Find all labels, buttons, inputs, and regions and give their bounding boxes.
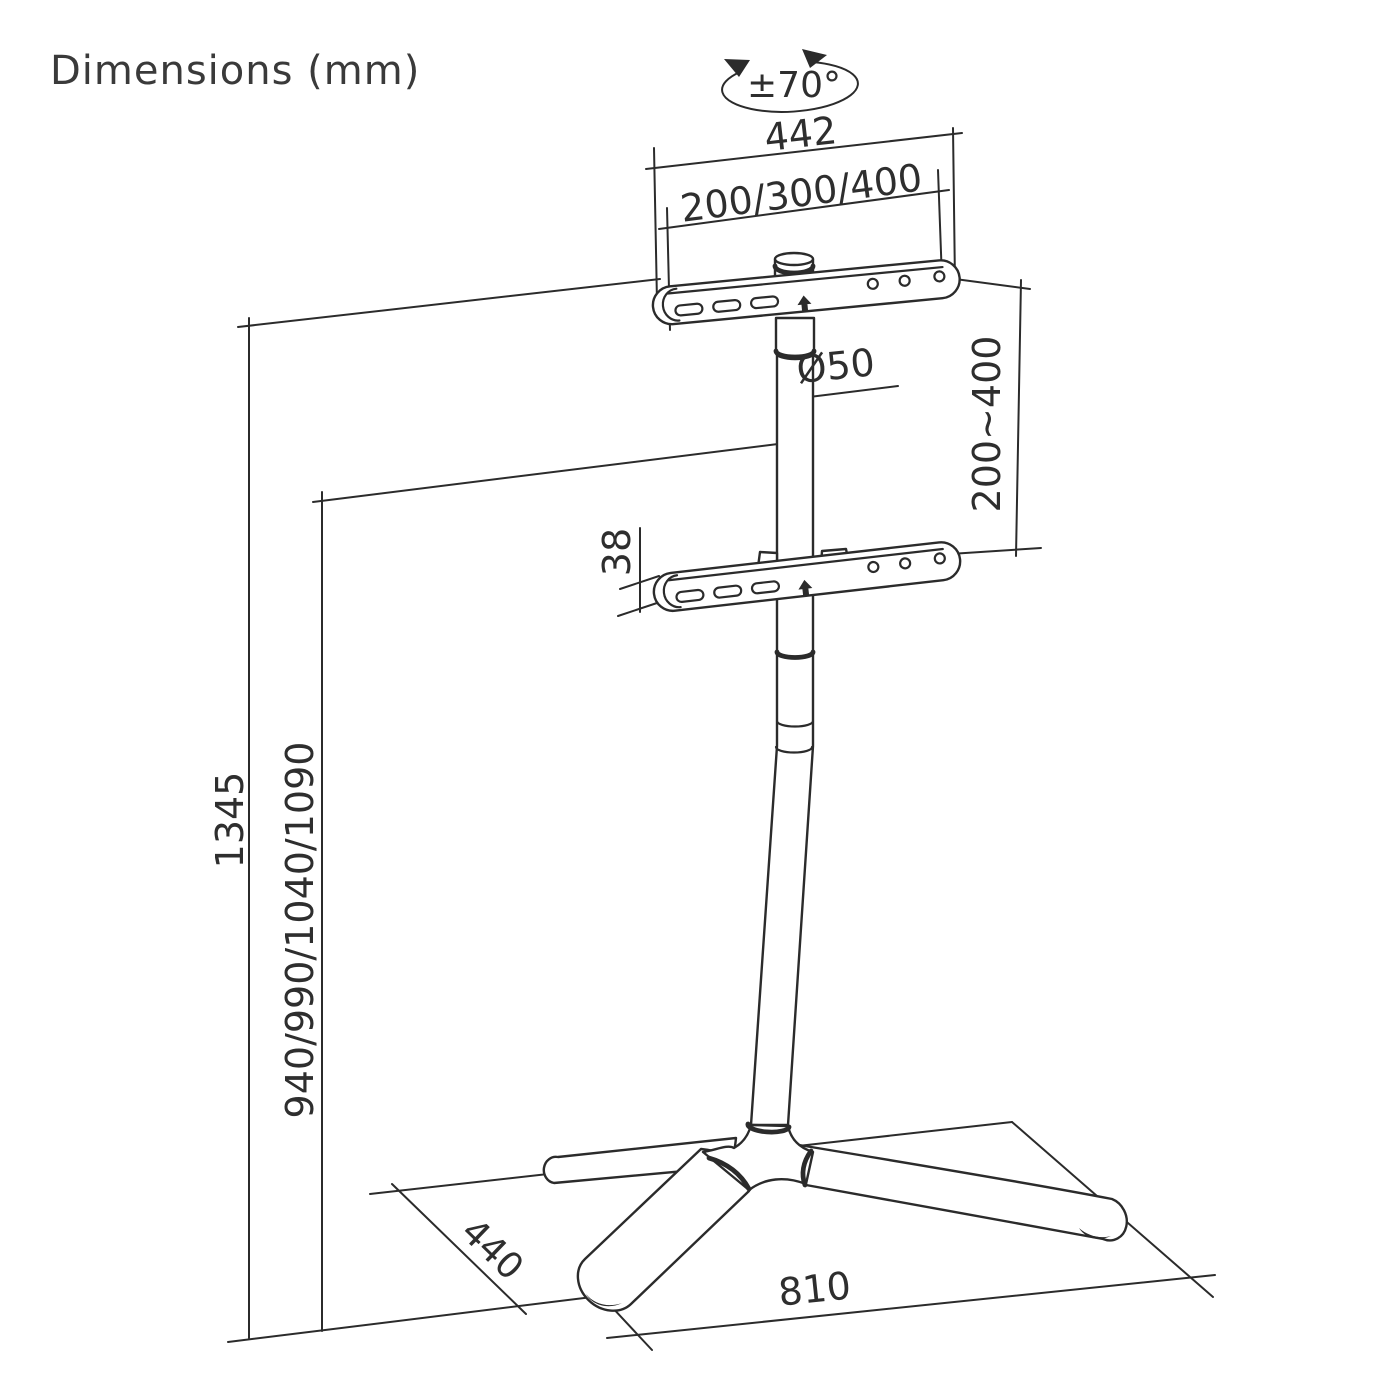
lower-bracket-hole-3 [933,552,946,565]
right-foot-shadow [1079,1228,1111,1239]
label-bracket-depth: 38 [595,528,639,576]
label-total-height: 1345 [208,772,252,869]
front-leg-collar [706,1155,752,1192]
lower-bracket-slot-1 [675,588,705,604]
swivel-arrow-left-icon [724,59,750,77]
label-pole-diameter: Ø50 [794,340,876,392]
pole-top-ring [772,263,816,276]
lower-bracket-hole-2 [899,557,912,570]
label-swivel-range: ±70° [747,65,841,106]
pole-sleeve-ring-top [775,719,815,728]
lower-bracket-group [652,541,962,613]
label-vesa-widths: 200/300/400 [678,155,925,230]
lower-bracket-cap-line [662,574,682,609]
pole-assembly [701,348,816,1192]
dim-38-tick-top [619,575,660,590]
dim-442-ext-right [952,127,956,285]
top-bracket [651,259,961,326]
label-base-depth: 440 [453,1211,531,1288]
top-bracket-arrow-icon [797,295,812,312]
page-title: Dimensions (mm) [50,48,420,94]
joint-collar-ring [745,1121,792,1135]
lower-bracket-slot-3 [750,580,781,595]
top-bracket-slot-3 [750,295,780,310]
floor-reference-line [227,1290,642,1343]
lower-bracket [652,541,962,613]
top-bracket-hole-2 [898,274,911,287]
dim-442-line [645,132,963,170]
label-bracket-width: 442 [762,108,839,160]
top-bracket-group [651,259,961,326]
dim-range-ext-bottom [949,547,1042,555]
lower-bracket-body [652,541,962,613]
pole-top-cap [773,251,815,267]
swivel-arrow-right-icon [802,49,827,68]
label-vesa-height-range: 200~400 [965,336,1009,513]
top-bracket-slot-2 [712,299,742,313]
lower-bracket-slot-2 [713,584,743,599]
lower-bracket-arrow-icon [798,579,813,597]
dim-1345-ext-top [237,278,661,328]
upper-collar-ring [773,348,817,360]
top-bracket-cap-line [661,287,681,322]
dim-810-line [606,1274,1216,1339]
dim-440-line [391,1183,527,1315]
dim-442-ext-left [653,147,658,303]
right-leg [795,1143,1128,1242]
top-bracket-slot-1 [674,302,704,317]
right-leg-collar [800,1148,814,1188]
label-display-center-heights: 940/990/1040/1090 [278,742,322,1119]
swivel-ellipse-arc [721,61,859,113]
top-bracket-hole-3 [933,270,946,283]
swivel-symbol: ±70° [721,49,859,113]
pole-ring-upper [774,649,816,660]
lower-bracket-edge-line [667,547,944,582]
pole [749,348,815,1127]
dim-vesa-width-line [658,189,950,230]
dim-heights-ext-top [312,443,779,503]
top-bracket-edge-line [666,265,944,295]
tripod-base [542,1136,1128,1312]
label-base-width: 810 [776,1263,853,1314]
top-bracket-hole-1 [866,277,879,290]
pole-sleeve-ring-bottom [774,745,814,754]
dim-range-line [1015,279,1022,557]
dim-38-tick-bottom [617,602,658,617]
lower-bracket-hole-1 [867,560,880,574]
